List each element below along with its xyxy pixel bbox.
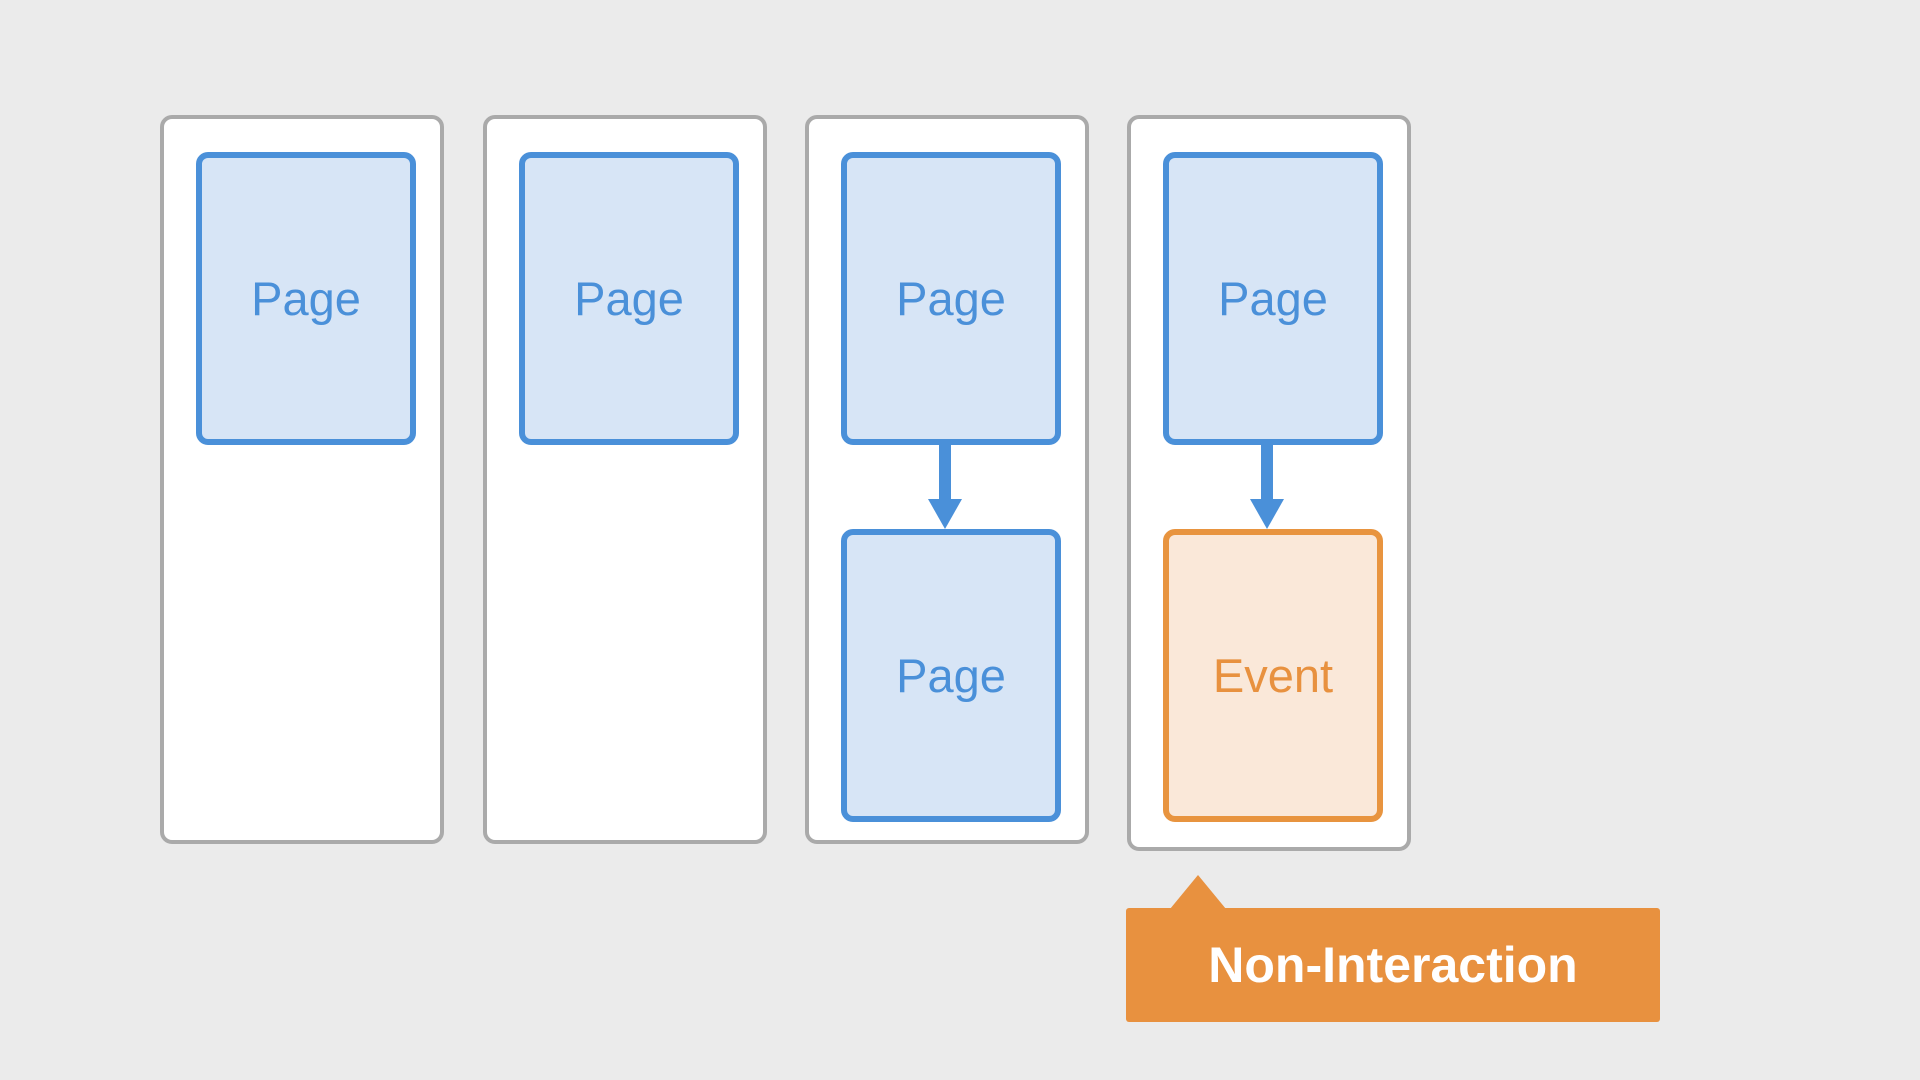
page-node-2-1[interactable]: Page [519, 152, 739, 445]
page-node-4-1[interactable]: Page [1163, 152, 1383, 445]
event-node-4-2[interactable]: Event [1163, 529, 1383, 822]
page-node-1-1[interactable]: Page [196, 152, 416, 445]
page-node-label: Page [896, 649, 1006, 702]
non-interaction-callout[interactable]: Non-Interaction [1126, 875, 1660, 1022]
callout-label: Non-Interaction [1208, 937, 1578, 993]
page-node-label: Page [574, 272, 684, 325]
event-node-label: Event [1212, 649, 1334, 702]
page-node-3-1[interactable]: Page [841, 152, 1061, 445]
page-node-3-2[interactable]: Page [841, 529, 1061, 822]
flow-arrow-4-1 [1250, 445, 1284, 529]
session-column-1: Page [160, 115, 444, 844]
page-node-label: Page [896, 272, 1006, 325]
callout-pointer-icon [1170, 875, 1226, 909]
page-node-label: Page [1218, 272, 1328, 325]
session-column-2: Page [483, 115, 767, 844]
flow-arrow-3-1 [928, 445, 962, 529]
page-node-label: Page [251, 272, 361, 325]
